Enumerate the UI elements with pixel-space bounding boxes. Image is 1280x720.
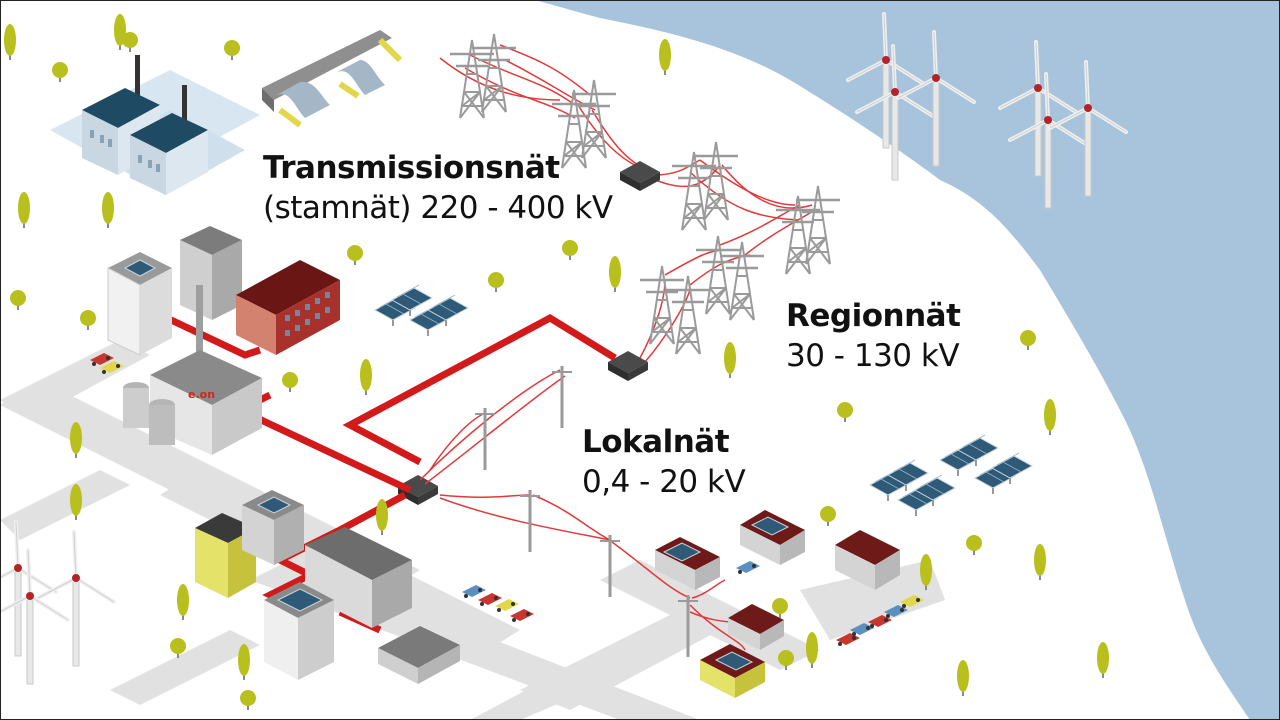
local-label: Lokalnät 0,4 - 20 kV [582, 422, 746, 502]
dam-icon [262, 30, 403, 128]
eon-logo: e.on [188, 388, 215, 401]
house-icon [655, 510, 900, 698]
local-voltage: 0,4 - 20 kV [582, 464, 746, 500]
local-lines [419, 365, 746, 658]
substation-icon [620, 161, 660, 191]
local-title: Lokalnät [582, 424, 730, 460]
regional-voltage: 30 - 130 kV [786, 338, 960, 374]
city-buildings: e.on [107, 226, 460, 684]
factory-icon [82, 55, 208, 195]
regional-label: Regionnät 30 - 130 kV [786, 296, 961, 376]
transmission-title: Transmissionsnät [263, 150, 560, 186]
regional-title: Regionnät [786, 298, 961, 334]
transmission-voltage: (stamnät) 220 - 400 kV [263, 190, 613, 226]
sea [535, 0, 1280, 720]
transmission-lines [439, 32, 842, 363]
transmission-label: Transmissionsnät (stamnät) 220 - 400 kV [263, 148, 613, 228]
